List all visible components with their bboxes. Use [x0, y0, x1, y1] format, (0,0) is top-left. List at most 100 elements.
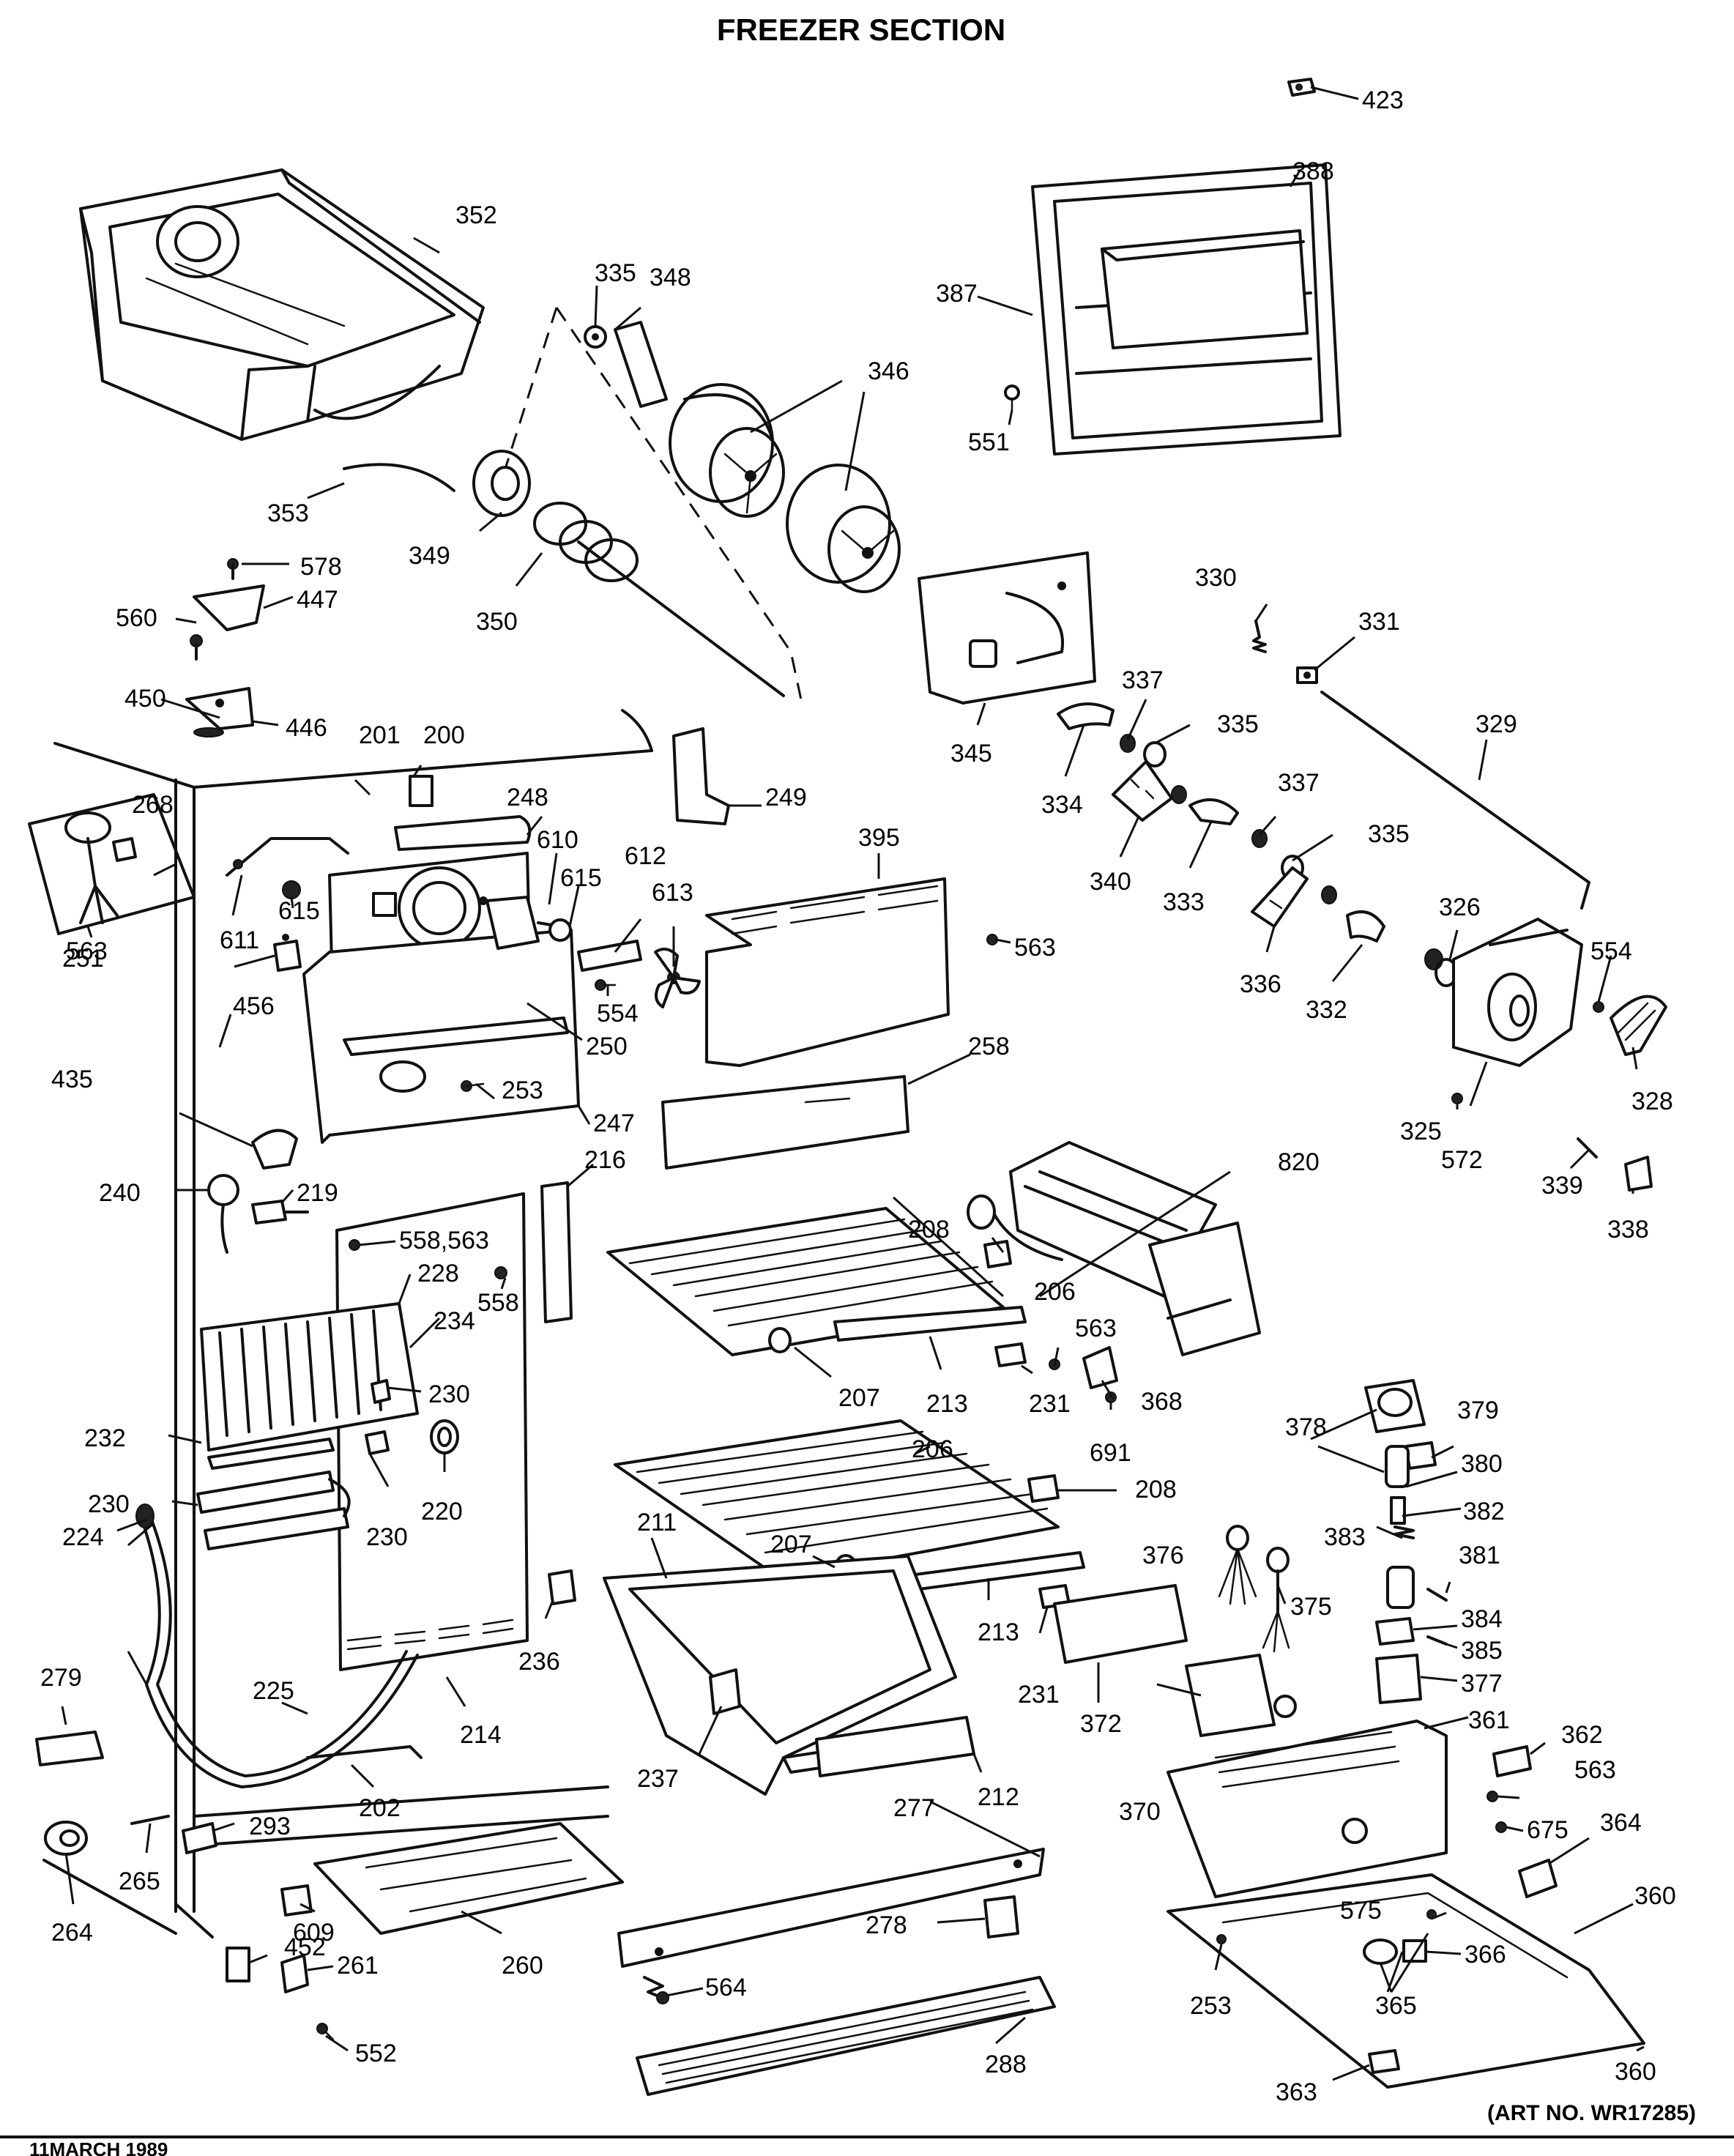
- pin-385: [1426, 1635, 1448, 1646]
- callout-578: 578: [300, 553, 342, 581]
- clip-230: [365, 1379, 391, 1455]
- callout-334: 334: [1041, 791, 1083, 819]
- callout-563d: 563: [1574, 1756, 1616, 1784]
- callout-615b: 615: [278, 897, 320, 925]
- callout-208: 208: [908, 1216, 950, 1244]
- callout-200: 200: [423, 721, 465, 749]
- support-207a: [768, 1327, 792, 1353]
- callout-612: 612: [625, 842, 666, 870]
- spring-337a: [1120, 734, 1136, 753]
- trim-279: [35, 1731, 104, 1766]
- auger-350: [533, 502, 785, 697]
- callout-552: 552: [355, 2040, 397, 2067]
- timer-370: [1185, 1654, 1297, 1737]
- valve-bracket-377: [1375, 1654, 1422, 1704]
- callout-234: 234: [434, 1307, 475, 1335]
- callout-370: 370: [1119, 1798, 1161, 1826]
- callout-268: 268: [132, 791, 174, 819]
- evaporator-coil-232: [200, 1302, 419, 1470]
- callout-279: 279: [40, 1664, 82, 1692]
- callout-376: 376: [1142, 1542, 1184, 1569]
- callout-609: 609: [293, 1919, 335, 1947]
- washer-335: [584, 325, 607, 349]
- callout-231: 231: [1029, 1390, 1071, 1418]
- callout-348: 348: [650, 264, 691, 291]
- callout-330: 330: [1195, 564, 1237, 592]
- callout-613: 613: [652, 879, 693, 907]
- arm-333: [1188, 798, 1239, 825]
- callout-558-563: 558,563: [399, 1227, 489, 1254]
- foot-363: [1368, 2049, 1400, 2074]
- callout-261: 261: [337, 1952, 379, 1980]
- block-609: [280, 1884, 313, 1917]
- auger-bearing-349: [472, 450, 531, 517]
- callout-293: 293: [249, 1813, 291, 1840]
- hinge-261: [280, 1954, 309, 1993]
- callout-332: 332: [1306, 996, 1347, 1024]
- diagram-title: FREEZER SECTION: [717, 12, 1005, 47]
- baffle-panel-395: [705, 877, 950, 1067]
- callout-360b: 360: [1615, 2058, 1656, 2086]
- callout-615: 615: [560, 864, 602, 892]
- retainer-348: [614, 321, 668, 408]
- callout-228: 228: [417, 1260, 459, 1287]
- callout-333: 333: [1163, 888, 1205, 916]
- bracket-338: [1624, 1156, 1653, 1192]
- pin-339: [1577, 1137, 1598, 1159]
- screw-675: [1495, 1821, 1507, 1833]
- callout-345: 345: [950, 740, 992, 767]
- callout-349: 349: [409, 542, 450, 570]
- light-socket-inset-268: [28, 793, 196, 935]
- switch-251: [273, 934, 302, 972]
- auger-dashed-guide: [504, 307, 803, 704]
- callout-380: 380: [1461, 1450, 1503, 1478]
- screw-551: [1004, 384, 1020, 412]
- callout-446: 446: [286, 714, 327, 742]
- callout-338: 338: [1607, 1216, 1649, 1244]
- callout-335b: 335: [1217, 710, 1259, 738]
- art-number: (ART NO. WR17285): [1487, 2101, 1696, 2125]
- lever-336: [1251, 866, 1309, 928]
- hinge-446: [185, 687, 254, 730]
- callout-820: 820: [1278, 1148, 1320, 1176]
- callout-236: 236: [518, 1648, 560, 1676]
- callout-377: 377: [1461, 1670, 1503, 1698]
- duct-216: [540, 1181, 573, 1323]
- screw-552: [316, 2023, 335, 2041]
- spring-383: [1386, 1525, 1415, 1609]
- callout-225: 225: [253, 1677, 294, 1705]
- callout-361: 361: [1468, 1706, 1510, 1734]
- motor-mount-plate-345: [918, 551, 1096, 705]
- thermostat-240: [207, 1174, 239, 1254]
- callout-456: 456: [233, 992, 275, 1020]
- callout-675: 675: [1527, 1816, 1569, 1844]
- callout-232: 232: [84, 1424, 126, 1452]
- cam-334: [1057, 702, 1115, 730]
- callout-435: 435: [51, 1066, 93, 1093]
- ring-335c: [1281, 855, 1337, 904]
- auger-motor-325: [1452, 918, 1583, 1067]
- spring-330: [1252, 620, 1267, 653]
- callout-335: 335: [595, 259, 636, 287]
- callout-265: 265: [119, 1867, 160, 1895]
- callout-251: 251: [62, 945, 104, 973]
- bracket-368: [1082, 1346, 1118, 1389]
- callout-250: 250: [586, 1033, 628, 1060]
- callout-563c: 563: [1075, 1315, 1117, 1342]
- sensor-219: [251, 1200, 309, 1224]
- screw-554: [595, 979, 617, 991]
- callout-383: 383: [1324, 1523, 1366, 1551]
- callout-260: 260: [502, 1952, 543, 1980]
- callout-216: 216: [584, 1146, 626, 1174]
- callout-264: 264: [51, 1919, 93, 1947]
- bracket-611: [226, 837, 349, 877]
- shelf-trim-213b: [914, 1551, 1085, 1591]
- callout-253b: 253: [1190, 1992, 1232, 2020]
- callout-278: 278: [866, 1911, 907, 1939]
- callout-385: 385: [1461, 1637, 1503, 1665]
- callout-382: 382: [1463, 1498, 1505, 1525]
- duct-249: [672, 727, 730, 825]
- callout-384: 384: [1461, 1605, 1503, 1633]
- bracket-293: [182, 1822, 217, 1854]
